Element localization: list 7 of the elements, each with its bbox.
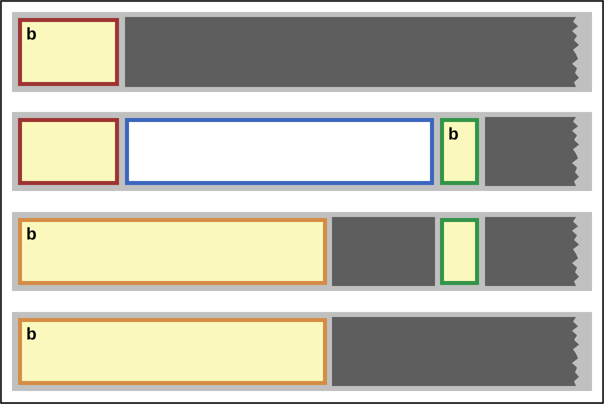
text-box: b: [18, 218, 327, 285]
text-box: b: [440, 118, 479, 185]
text-box: [18, 118, 119, 185]
text-box: [440, 218, 479, 285]
text-box: [125, 118, 434, 185]
text-box: b: [18, 18, 119, 86]
text-box: b: [18, 318, 327, 385]
